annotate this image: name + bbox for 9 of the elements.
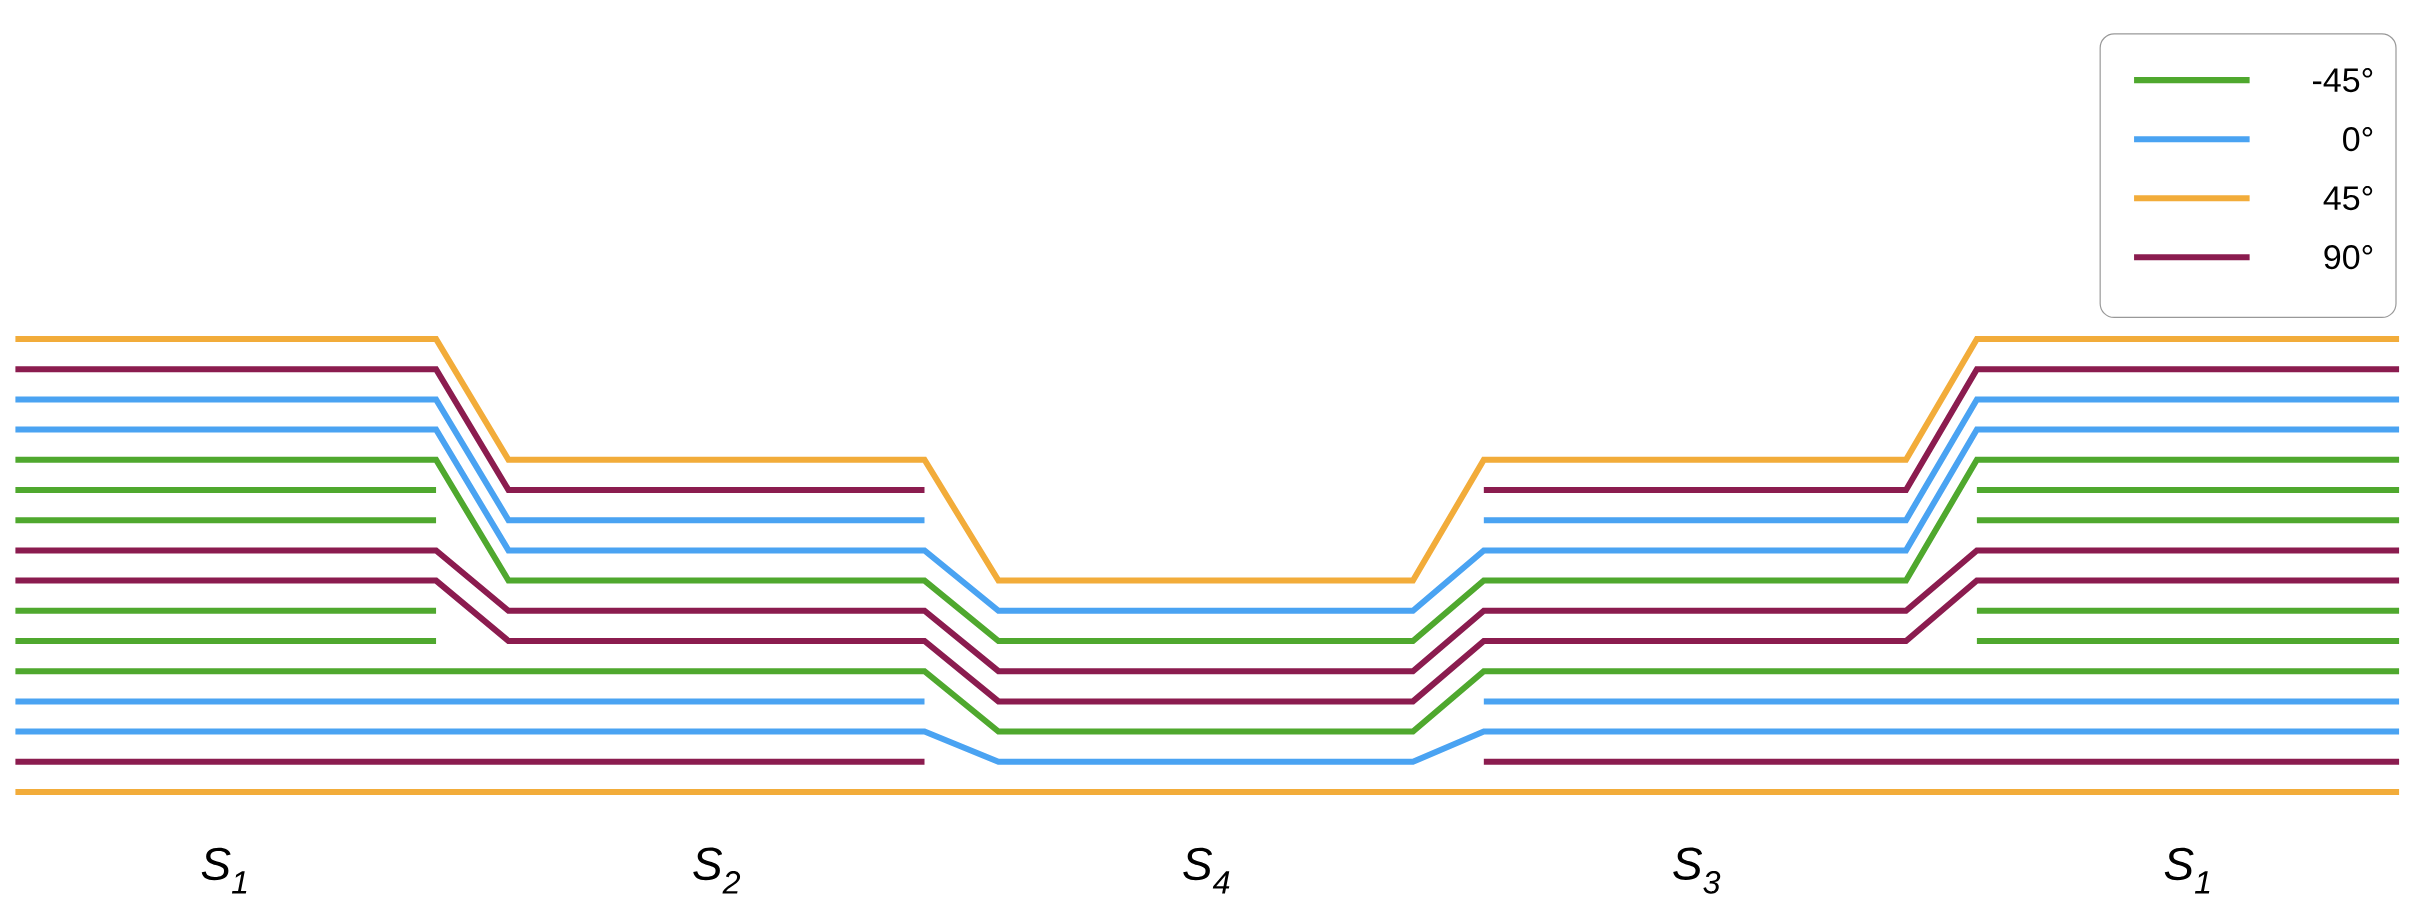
section-label: S$_{1}$ [201,847,247,894]
section-label: S$_{1}$ [2164,847,2210,894]
section-label: S$_{4}$ [1183,847,1230,894]
legend-label: -45° [2313,67,2373,92]
section-label: S$_{2}$ [693,847,741,894]
legend-label: 0° [2343,126,2373,151]
section-label: S$_{3}$ [1673,847,1721,894]
legend-label: 45° [2323,185,2373,210]
legend-label: 90° [2324,244,2373,269]
